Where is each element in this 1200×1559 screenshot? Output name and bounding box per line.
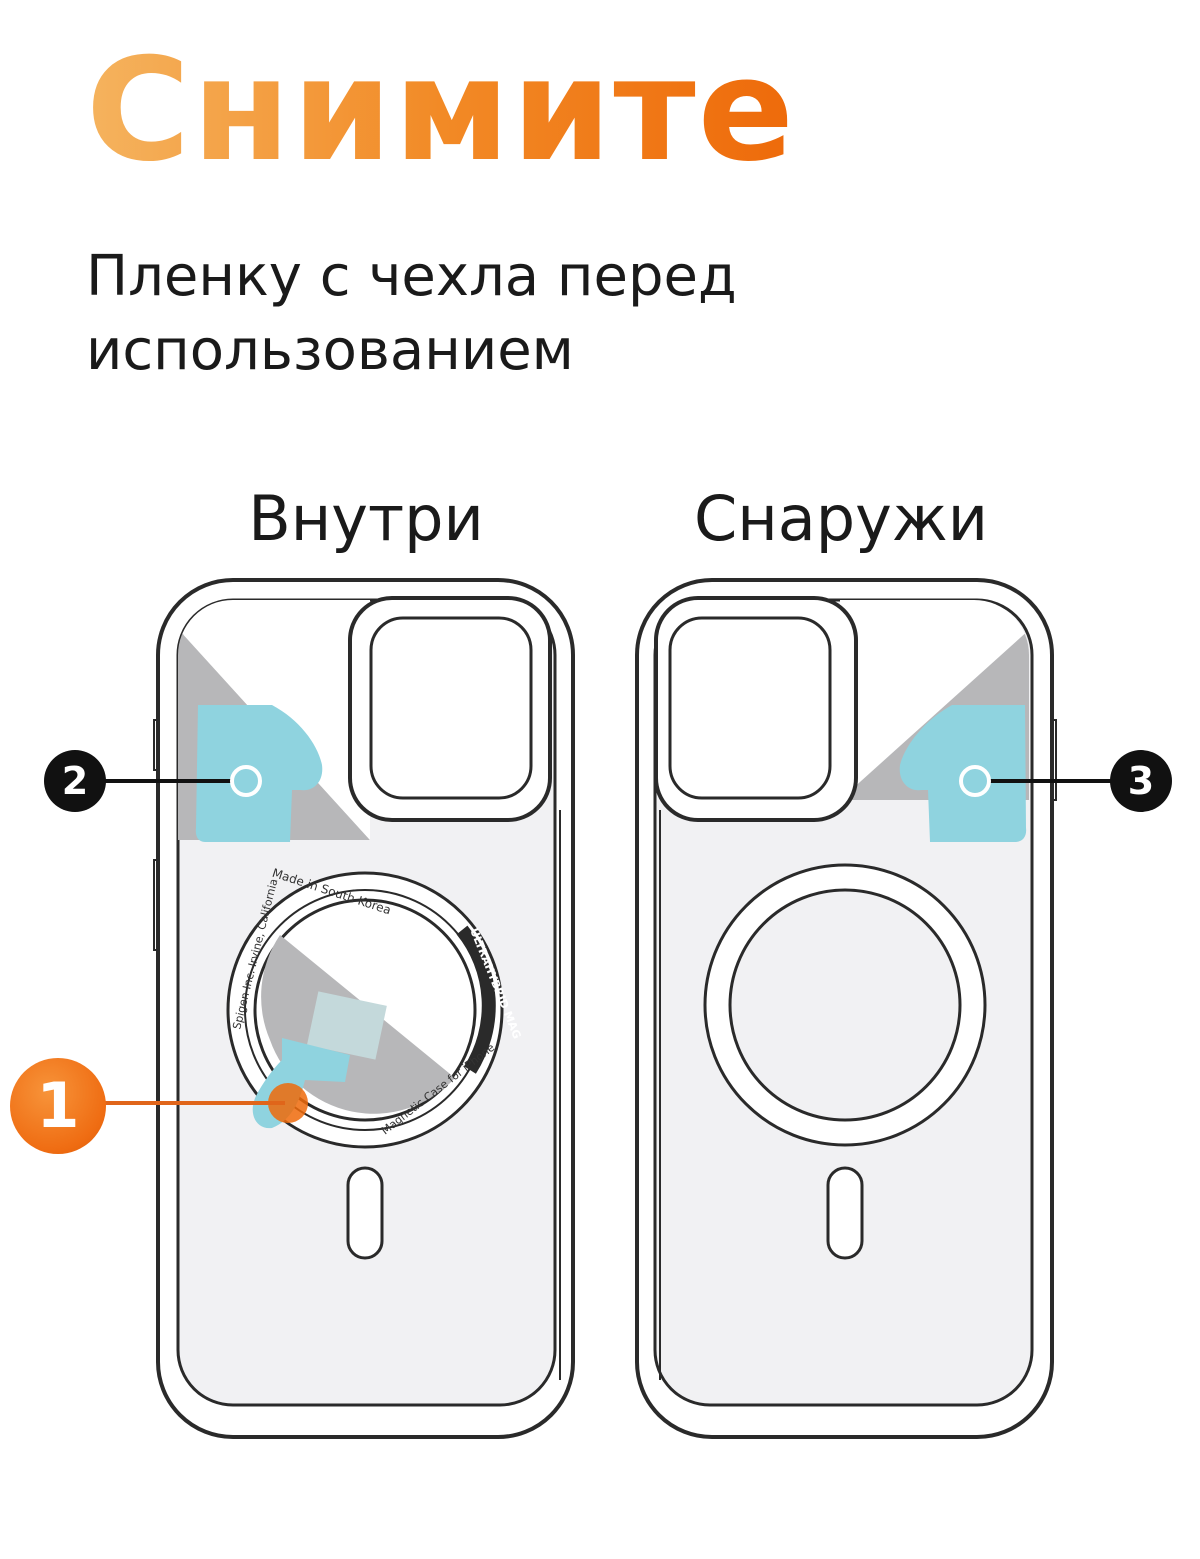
subtitle: Пленку с чехла перед использованием [86, 240, 986, 388]
subtitle-line-2: использованием [86, 318, 574, 383]
phone-case-outside-icon [635, 578, 1057, 1439]
label-outside: Снаружи [693, 482, 988, 555]
marker-3: 3 [1110, 750, 1172, 812]
phone-case-inside-icon: Made in South Korea ULTRAHYBRID MAG Spig… [153, 578, 575, 1439]
marker-1: 1 [10, 1058, 106, 1154]
headline: Снимите [86, 28, 796, 193]
label-inside: Внутри [248, 482, 484, 555]
marker-2: 2 [44, 750, 106, 812]
subtitle-line-1: Пленку с чехла перед [86, 244, 737, 309]
